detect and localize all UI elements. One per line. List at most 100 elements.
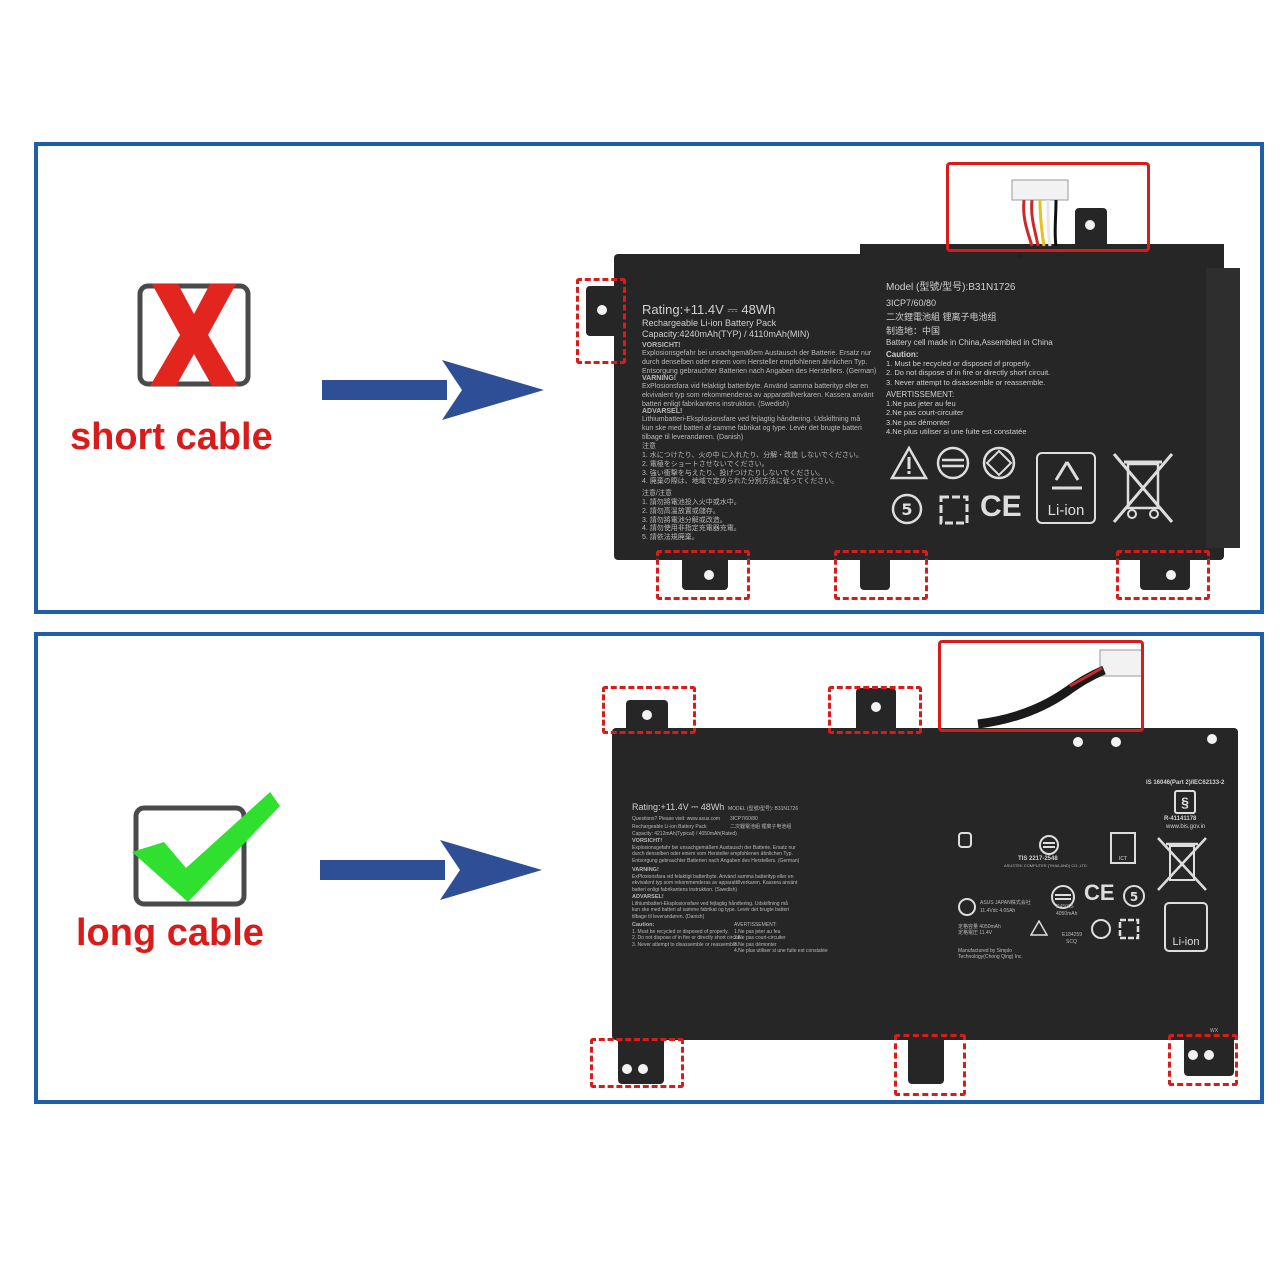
r-capacity-label: 4050mAh: [1056, 911, 1078, 917]
battery-rating: Rating:+11.4V ⎓ 48Wh: [642, 302, 776, 317]
battery-body: [612, 728, 1238, 1040]
ps-mark-icon: [958, 898, 976, 916]
crossed-bin-icon: [1154, 834, 1210, 901]
warning-title: VORSICHT!: [642, 342, 681, 349]
mount-tab-highlight: [602, 686, 696, 734]
recycle-li-ion-icon: Li-ion: [1036, 452, 1096, 524]
connector-short-cable: [1010, 178, 1080, 248]
battery-cell-type: 二次鋰電池組 锂离子电池组: [730, 824, 792, 830]
asus-japan-label: ASUS JAPAN株式会社: [980, 900, 1031, 906]
battery-type: Rechargeable Li-ion Battery Pack: [642, 318, 777, 328]
arrow-right-icon: [322, 360, 547, 425]
warning-title: 注意/注意: [642, 490, 672, 497]
mount-tab: [618, 1034, 664, 1084]
li-ion-label: Li-ion: [1047, 502, 1085, 519]
mount-tab-highlight: [828, 686, 922, 734]
china-ccc-icon: [1118, 918, 1140, 945]
certification-mark-icon: [936, 446, 970, 485]
battery-rating: Rating:+11.4V ⎓ 48Wh: [632, 802, 725, 812]
china-ccc-icon: [938, 494, 970, 531]
battery-cell-spec: 3ICP7/60/80: [730, 816, 758, 822]
recycle-icon: [1050, 884, 1076, 915]
mount-hole: [1188, 1050, 1198, 1060]
warning-title: 注意: [642, 443, 656, 450]
manufacturer-label: Manufactured by Simplo Technology(Chong …: [958, 948, 1023, 961]
short-cable-label: short cable: [70, 416, 273, 458]
caution-title: Caution:: [886, 350, 919, 359]
mount-tab: [908, 1034, 944, 1084]
mount-hole: [622, 1064, 632, 1074]
warning-text: ExPlosionsfara vid felaktigt batteribyte…: [632, 874, 798, 893]
plus-terminal-label: +: [1016, 248, 1026, 265]
ict-label: ICT: [1118, 856, 1128, 862]
mount-tab-highlight: [1168, 1034, 1238, 1086]
battery-cell-type: 二次鋰電池組 锂离子电池组: [886, 312, 997, 322]
connector-highlight: [946, 162, 1150, 252]
avertissement-title: AVERTISSEMENT:: [734, 922, 777, 928]
battery-body: [614, 254, 1224, 560]
warning-text: ExPlosionsfara vid felaktigt batteribyte…: [642, 383, 874, 408]
battery-capacity: Capacity: 4212mAh(Typical) / 4050mAh(Rat…: [632, 831, 737, 837]
caution-text: 1. Must be recycled or disposed of prope…: [886, 359, 1051, 387]
mount-hole: [1204, 1050, 1214, 1060]
wx-label: WX: [1210, 1028, 1219, 1034]
avertissement-text: 1.Ne pas jeter au feu 2.Ne pas court-cir…: [734, 929, 828, 954]
battery-questions: Questions? Please visit: www.asus.com: [632, 816, 721, 822]
warning-title: ADVARSEL!: [632, 894, 664, 900]
arrow-right-icon: [320, 840, 545, 905]
caution-text: 1. Must be recycled or disposed of prope…: [632, 929, 742, 948]
mount-hole: [597, 305, 607, 315]
li-ion-label: Li-ion: [1172, 936, 1200, 948]
long-cable-label: long cable: [76, 912, 264, 954]
warning-text: 1. 水につけたり、火の中 に入れたり、分解・改造 しないでください。 2. 電…: [642, 452, 863, 486]
warning-title: VORSICHT!: [632, 838, 663, 844]
svg-text:5: 5: [1130, 890, 1138, 904]
warning-text: Lithiumbatteri-Eksplosionsfare ved fejla…: [642, 416, 862, 441]
recycle-li-ion-icon: Li-ion: [1164, 902, 1208, 952]
minus-terminal-label: −: [1054, 248, 1064, 265]
recycle-5-icon: 5: [1122, 884, 1146, 913]
mount-hole: [704, 570, 714, 580]
warning-text: Explosionsgefahr bei unsachgemäßem Austa…: [642, 350, 877, 375]
mount-hole: [1085, 220, 1095, 230]
asustek-label: ASUSTEK COMPUTER (THAILAND) CO.,LTD: [1004, 863, 1087, 868]
ce-mark: CE: [1084, 880, 1115, 905]
mount-hole: [642, 710, 652, 720]
mount-tab-highlight: [576, 278, 626, 364]
warning-triangle-icon: [889, 445, 929, 485]
mount-tab-highlight: [656, 550, 750, 600]
connector-long-cable: [970, 646, 1150, 766]
x-cross-icon: [134, 280, 254, 390]
is-standard-label: IS 16046(Part 2)/IEC62133-2: [1146, 780, 1225, 786]
crossed-bin-icon: [1110, 450, 1176, 531]
bis-mark-icon: §: [1174, 790, 1196, 814]
mount-hole: [1207, 734, 1217, 744]
warning-text: Explosionsgefahr bei unsachgemäßem Austa…: [632, 845, 800, 864]
battery-type: Rechargeable Li-ion Battery Pack: [632, 824, 707, 830]
ps-rating-label: 11.4Vdc 4.05Ah: [980, 908, 1016, 914]
certification-mark-icon: [982, 446, 1016, 485]
mount-tab-highlight: [590, 1038, 684, 1088]
avertissement-title: AVERTISSEMENT:: [886, 390, 955, 399]
connector-highlight: [938, 640, 1144, 732]
battery-cell-spec: 3ICP7/60/80: [886, 298, 937, 308]
mount-tab-highlight: [834, 550, 928, 600]
tis-label: TIS 2217-2548: [1018, 856, 1058, 862]
battery-assembled: Battery cell made in China,Assembled in …: [886, 338, 1053, 347]
kc-mark-icon: [958, 832, 972, 848]
battery-capacity: Capacity:4240mAh(TYP) / 4110mAh(MIN): [642, 329, 810, 339]
bis-url: www.bis.gov.in: [1166, 824, 1206, 830]
jp-rating-label: 定格容量 4050mAh 定格電圧 11.4V: [958, 924, 1001, 937]
warning-text: 1. 請勿將電池投入火中或水中。 2. 請勿高溫放置或儲存。 3. 請勿將電池分…: [642, 499, 741, 541]
mount-hole: [871, 702, 881, 712]
battery-made-in: 制造地：中国: [886, 326, 941, 336]
r45065-label: R45065: [1056, 904, 1074, 910]
certification-mark-icon: [1038, 834, 1060, 861]
mount-tab: [1140, 556, 1190, 590]
mount-tab-highlight: [894, 1034, 966, 1096]
mount-tab: [860, 556, 890, 590]
mount-tab-highlight: [1116, 550, 1210, 600]
warning-triangle-icon: [1029, 919, 1049, 941]
ict-mark-icon: ICT: [1110, 832, 1136, 864]
warning-title: VARNING!: [642, 375, 677, 382]
